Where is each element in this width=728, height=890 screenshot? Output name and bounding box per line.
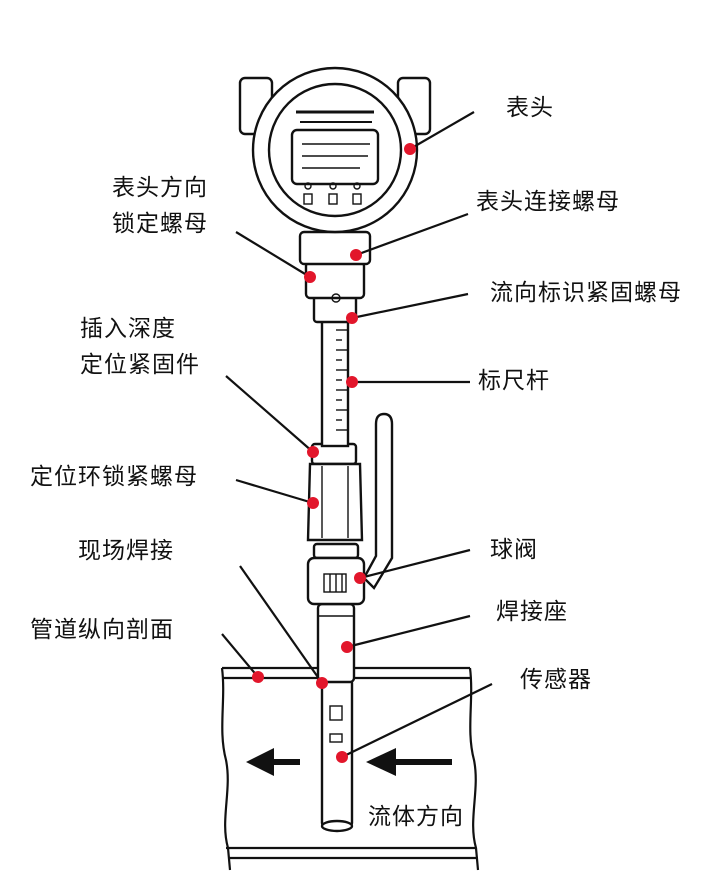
label-ball-valve: 球阀 xyxy=(490,537,538,563)
label-head-connection-nut: 表头连接螺母 xyxy=(476,189,620,215)
marker-meter-head xyxy=(404,143,416,155)
label-head-orientation-nut-line2: 锁定螺母 xyxy=(112,211,208,237)
label-pipe-section: 管道纵向剖面 xyxy=(30,617,174,643)
flow-arrow-left xyxy=(246,748,300,776)
marker-flow-mark-nut xyxy=(346,312,358,324)
marker-sensor xyxy=(336,751,348,763)
marker-insertion-depth xyxy=(307,446,319,458)
label-head-orientation-nut-line1: 表头方向 xyxy=(112,175,208,201)
flow-arrow-right xyxy=(366,748,452,776)
marker-pipe-section xyxy=(252,671,264,683)
label-field-welding: 现场焊接 xyxy=(78,538,174,564)
marker-scale-rod xyxy=(346,376,358,388)
label-scale-rod: 标尺杆 xyxy=(478,368,550,394)
label-insertion-depth-line2: 定位紧固件 xyxy=(80,352,200,378)
label-ring-lock-nut: 定位环锁紧螺母 xyxy=(30,464,198,490)
label-flow-direction: 流体方向 xyxy=(368,804,464,830)
meter-head-part xyxy=(238,66,432,234)
label-meter-head: 表头 xyxy=(506,95,554,121)
ring-lock-nut xyxy=(306,442,364,542)
marker-weld-seat xyxy=(341,641,353,653)
marker-head-orientation-nut xyxy=(304,271,316,283)
scale-rod-part xyxy=(320,318,350,448)
ball-valve xyxy=(306,412,394,606)
label-sensor: 传感器 xyxy=(520,667,592,693)
marker-head-connection-nut xyxy=(350,249,362,261)
marker-ring-lock-nut xyxy=(307,497,319,509)
leader-lines xyxy=(221,111,493,758)
label-weld-seat: 焊接座 xyxy=(496,599,568,625)
pipe-section xyxy=(220,666,480,871)
marker-ball-valve xyxy=(354,572,366,584)
label-flow-mark-nut: 流向标识紧固螺母 xyxy=(490,280,682,306)
marker-field-welding xyxy=(316,677,328,689)
markers xyxy=(252,143,416,763)
label-insertion-depth-line1: 插入深度 xyxy=(80,316,176,342)
